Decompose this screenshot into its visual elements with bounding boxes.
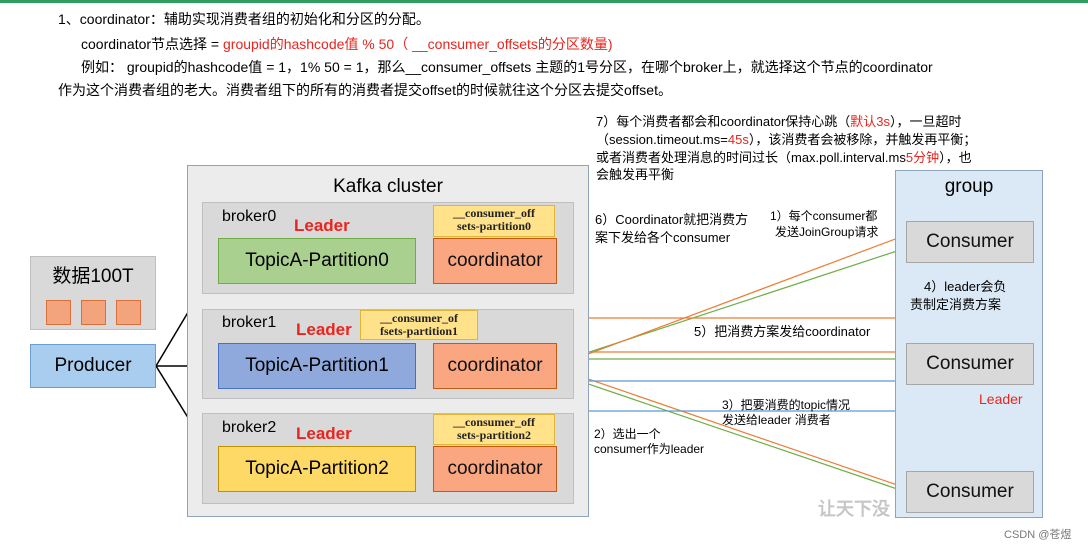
- note-4-line1: 4）leader会负: [924, 279, 1007, 294]
- consumer-1: Consumer: [906, 221, 1034, 263]
- header-line2-prefix: coordinator节点选择 =: [81, 36, 223, 52]
- note-7-line1-red: 默认3s: [850, 114, 891, 129]
- note-6-line2: 案下发给各个consumer: [595, 230, 731, 245]
- data-block-label: 数据100T: [52, 266, 134, 287]
- note-7-line2-red: 45s: [727, 132, 749, 147]
- broker2-leader-label: Leader: [296, 424, 352, 443]
- note-7-line1: 7）每个消费者都会和coordinator保持心跳（默认3s），一旦超时: [596, 113, 962, 130]
- kafka-cluster-title: Kafka cluster: [333, 176, 443, 197]
- consumer-group-title: group: [944, 176, 994, 197]
- header-line4: 作为这个消费者组的老大。消费者组下的所有的消费者提交offset的时候就往这个分…: [58, 82, 672, 98]
- note-3-line1: 3）把要消费的topic情况: [722, 398, 851, 412]
- note-1-line1: 1）每个consumer都: [770, 209, 878, 223]
- producer-box: Producer: [30, 344, 156, 388]
- plan-arrow-consumer1: [558, 233, 908, 366]
- data-square-1: [46, 300, 71, 325]
- joingroup-arrow-consumer3: [557, 371, 907, 493]
- note-7-line1-a: 7）每个消费者都会和coordinator保持心跳（: [596, 114, 851, 129]
- partition1-box: TopicA-Partition1: [218, 343, 416, 389]
- note-7-line3-red: 5分钟: [905, 150, 940, 165]
- data-block: 数据100T: [30, 256, 156, 330]
- note-7-line3-a: 或者消费者处理消息的时间过长（max.poll.interval.ms: [596, 150, 906, 165]
- note-7-line4: 会触发再平衡: [596, 167, 675, 182]
- broker2-offsets-tag-line2: sets-partition2: [457, 428, 531, 442]
- header-line2-formula: groupid的hashcode值 % 50（ __consumer_offse…: [223, 36, 613, 52]
- broker0-name: broker0: [222, 208, 277, 225]
- csdn-credit: CSDN @苍煜: [1004, 529, 1072, 541]
- header-line2: coordinator节点选择 = groupid的hashcode值 % 50…: [81, 35, 613, 53]
- broker1-leader-label: Leader: [296, 320, 352, 339]
- consumer-3: Consumer: [906, 471, 1034, 513]
- note-7-line2-a: （session.timeout.ms=: [596, 132, 728, 147]
- note-7-line2-b: ），该消费者会被移除，并触发再平衡；: [748, 132, 977, 147]
- broker1-offsets-tag-line1: __consumer_of: [380, 311, 458, 325]
- note-3-line2: 发送给leader 消费者: [722, 413, 831, 427]
- note-7-line3-b: ），也: [939, 150, 972, 165]
- note-4-line2: 责制定消费方案: [910, 297, 1002, 312]
- note-7-line2: （session.timeout.ms=45s），该消费者会被移除，并触发再平衡…: [596, 131, 976, 148]
- broker1-coordinator: coordinator: [433, 343, 557, 389]
- broker0-offsets-tag-line2: sets-partition0: [457, 219, 531, 233]
- broker0-leader-label: Leader: [294, 216, 350, 235]
- header-line3: 例如： groupid的hashcode值 = 1，1% 50 = 1，那么__…: [81, 59, 933, 75]
- broker1-offsets-tag-line2: fsets-partition1: [380, 324, 458, 338]
- data-square-2: [81, 300, 106, 325]
- partition2-box: TopicA-Partition2: [218, 446, 416, 492]
- broker2-offsets-tag-line1: __consumer_off: [453, 415, 535, 429]
- plan-arrow-consumer3: [558, 368, 908, 491]
- broker2-name: broker2: [222, 419, 277, 436]
- broker0-offsets-tag-line1: __consumer_off: [453, 206, 535, 220]
- data-square-3: [116, 300, 141, 325]
- consumer-leader-label: Leader: [979, 391, 1023, 407]
- broker1-name: broker1: [222, 314, 277, 331]
- note-2-line2: consumer作为leader: [594, 442, 705, 456]
- header-line1: 1、coordinator：辅助实现消费者组的初始化和分区的分配。: [58, 11, 430, 27]
- note-7-line3: 或者消费者处理消息的时间过长（max.poll.interval.ms5分钟），…: [596, 149, 972, 166]
- partition0-box: TopicA-Partition0: [218, 238, 416, 284]
- broker0-coordinator: coordinator: [433, 238, 557, 284]
- note-7-line1-b: ），一旦超时: [890, 114, 962, 129]
- watermark: 让天下没: [818, 499, 890, 519]
- note-5: 5）把消费方案发给coordinator: [694, 324, 871, 339]
- top-divider: [0, 0, 1088, 3]
- note-6-line1: 6）Coordinator就把消费方: [595, 212, 749, 227]
- note-2-line1: 2）选出一个: [594, 427, 661, 441]
- note-1-line2: 发送JoinGroup请求: [775, 225, 879, 239]
- consumer-2-leader: Consumer: [906, 343, 1034, 385]
- broker2-coordinator: coordinator: [433, 446, 557, 492]
